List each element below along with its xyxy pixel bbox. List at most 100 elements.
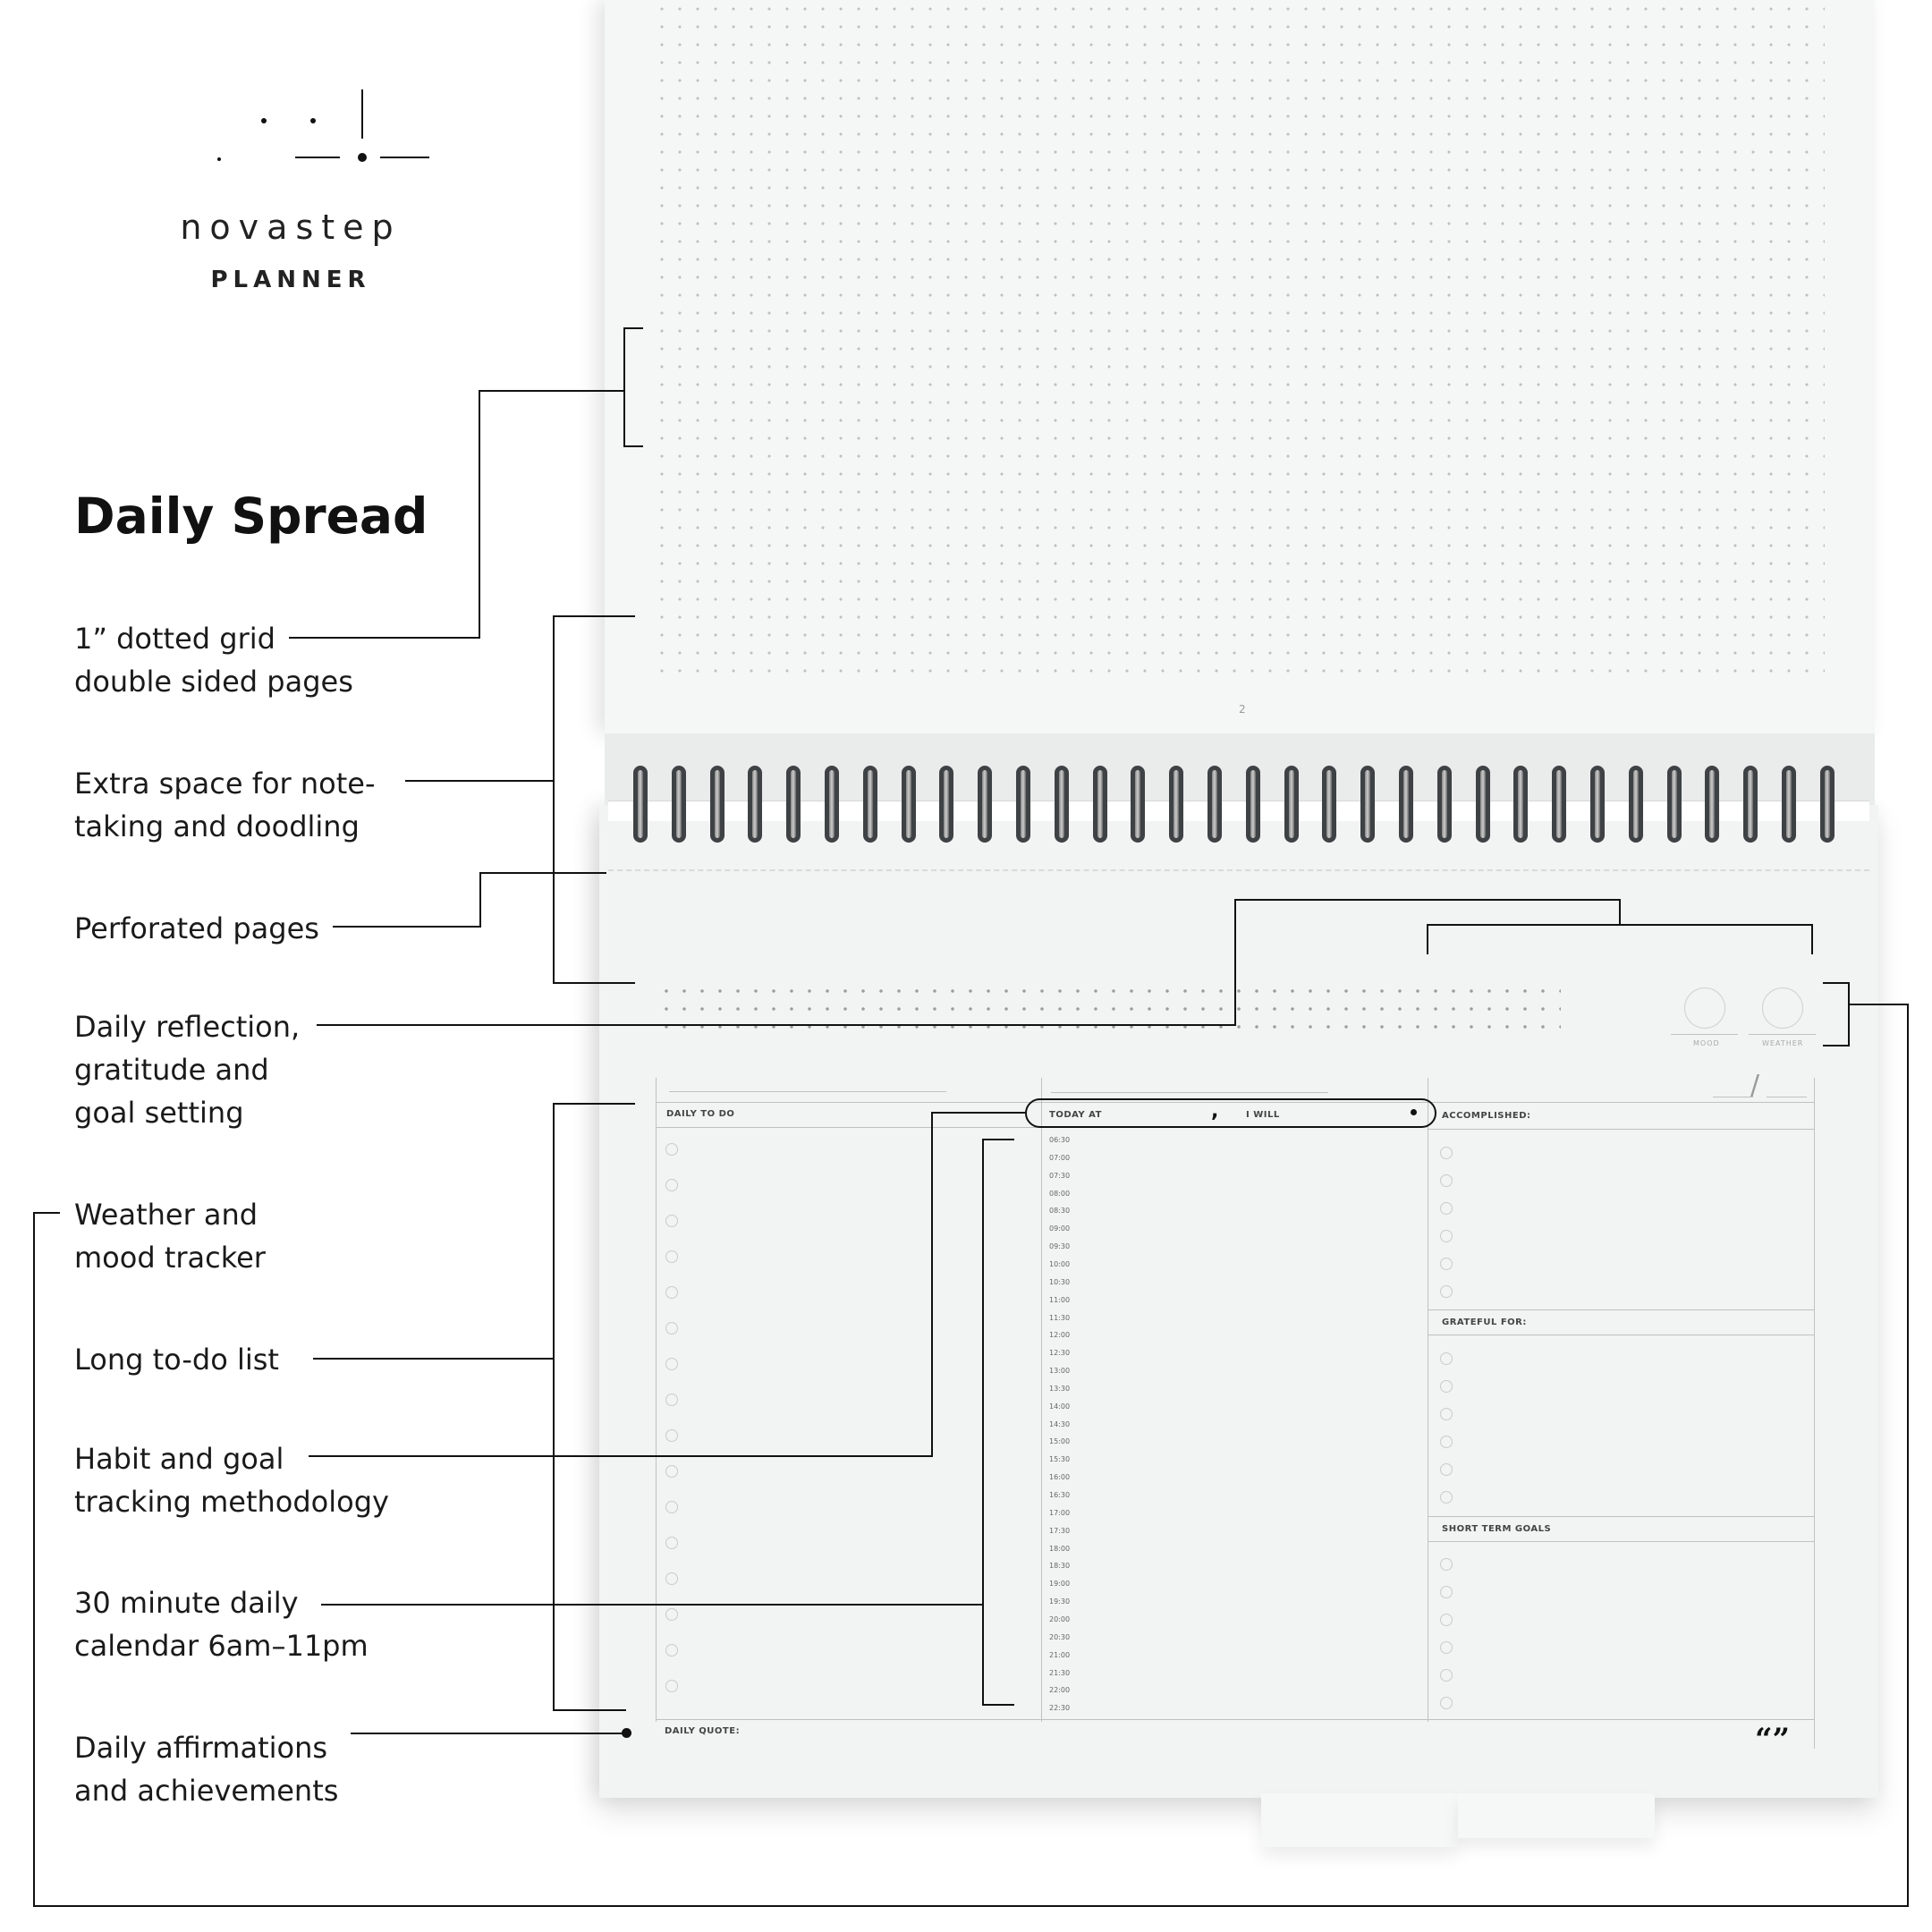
brand-subtitle: PLANNER [210,267,371,293]
quote-line [656,1719,1814,1720]
callout-line [623,327,625,447]
checkbox-circle[interactable] [1440,1697,1453,1709]
reflection-dot-grid [657,982,1561,1036]
quote-marks-icon: “” [1755,1722,1791,1758]
date-slash: / [1750,1070,1760,1101]
time-slot: 12:00 [1049,1331,1071,1340]
accomplished-heading: ACCOMPLISHED: [1442,1111,1531,1121]
section-line [1428,1516,1814,1517]
callout-line [1907,1004,1909,1907]
callout-line [553,1709,626,1711]
checkbox-circle[interactable] [665,1179,678,1191]
checkbox-circle[interactable] [1440,1641,1453,1654]
feature-daily-calendar: 30 minute daily calendar 6am–11pm [74,1581,369,1667]
checkbox-circle[interactable] [1440,1436,1453,1448]
checkbox-circle[interactable] [665,1394,678,1406]
header-line [1428,1129,1814,1130]
checkbox-circle[interactable] [665,1215,678,1227]
period-dot-icon [1411,1109,1417,1115]
callout-line [982,1704,1014,1706]
checkbox-circle[interactable] [665,1644,678,1657]
binding-ring [1743,766,1758,843]
binding-ring [1131,766,1146,843]
feature-line: tracking methodology [74,1485,389,1519]
mood-circle[interactable] [1684,987,1725,1029]
feature-line: goal setting [74,1096,244,1130]
weather-circle[interactable] [1762,987,1803,1029]
checkbox-circle[interactable] [1440,1558,1453,1571]
checkbox-circle[interactable] [1440,1491,1453,1504]
callout-line [1811,924,1813,954]
time-slot: 20:00 [1049,1614,1071,1623]
today-at-heading: TODAY AT [1049,1110,1102,1120]
feature-line: 1” dotted grid [74,622,275,656]
binding-strip [605,733,1875,805]
binding-ring [1322,766,1337,843]
time-slot: 12:30 [1049,1349,1071,1358]
callout-dot-icon [622,1728,631,1738]
binding-ring [1436,766,1452,843]
short-term-goals-heading: SHORT TERM GOALS [1442,1524,1552,1534]
checkbox-circle[interactable] [1440,1586,1453,1598]
checkbox-circle[interactable] [665,1358,678,1370]
daily-todo-heading: DAILY TO DO [666,1109,735,1119]
dotted-grid [653,0,1825,684]
callout-line [309,1455,933,1457]
checkbox-circle[interactable] [1440,1463,1453,1476]
callout-line [982,1139,1014,1140]
checkbox-circle[interactable] [1440,1614,1453,1626]
callout-line [1848,1004,1909,1005]
time-slot: 21:00 [1049,1650,1071,1659]
time-slot: 17:30 [1049,1526,1071,1535]
checkbox-circle[interactable] [1440,1258,1453,1270]
callout-line [351,1733,626,1734]
checkbox-circle[interactable] [1440,1174,1453,1187]
time-slot: 14:00 [1049,1402,1071,1411]
feature-line: mood tracker [74,1241,266,1275]
binding-ring [1092,766,1107,843]
checkbox-circle[interactable] [665,1250,678,1263]
checkbox-circle[interactable] [1440,1230,1453,1242]
checkbox-circle[interactable] [665,1429,678,1442]
callout-line [317,1024,1236,1026]
checkbox-circle[interactable] [665,1572,678,1585]
checkbox-circle[interactable] [665,1608,678,1621]
checkbox-circle[interactable] [665,1537,678,1549]
checkbox-circle[interactable] [665,1322,678,1335]
feature-line: Perforated pages [74,911,319,945]
time-slot: 18:00 [1049,1544,1071,1553]
checkbox-circle[interactable] [665,1465,678,1478]
binding-ring [1590,766,1605,843]
callout-line [553,615,635,617]
time-slot: 22:00 [1049,1686,1071,1695]
checkbox-circle[interactable] [665,1143,678,1156]
comma-icon: , [1211,1100,1219,1123]
feature-todo-list: Long to-do list [74,1338,279,1381]
checkbox-circle[interactable] [1440,1147,1453,1159]
callout-line [1619,899,1621,926]
time-slot: 10:00 [1049,1259,1071,1268]
checkbox-circle[interactable] [1440,1285,1453,1298]
time-slot: 15:00 [1049,1437,1071,1446]
callout-line [313,1358,555,1360]
checkbox-circle[interactable] [1440,1380,1453,1393]
checkbox-circle[interactable] [1440,1202,1453,1215]
checkbox-circle[interactable] [665,1680,678,1692]
feature-reflection: Daily reflection, gratitude and goal set… [74,1005,300,1134]
checkbox-circle[interactable] [665,1286,678,1299]
checkbox-circle[interactable] [1440,1669,1453,1682]
callout-line [33,1212,60,1214]
feature-weather-mood: Weather and mood tracker [74,1193,266,1279]
time-slot: 20:30 [1049,1632,1071,1641]
checkbox-circle[interactable] [1440,1408,1453,1420]
callout-line [1823,982,1850,984]
header-line [656,1127,1041,1128]
feature-line: gratitude and [74,1053,269,1087]
callout-line [553,1103,635,1105]
mood-label: MOOD [1693,1039,1720,1047]
feature-line: Weather and [74,1198,258,1232]
checkbox-circle[interactable] [665,1501,678,1513]
binding-ring [1705,766,1720,843]
checkbox-circle[interactable] [1440,1352,1453,1365]
binding-ring [1169,766,1184,843]
